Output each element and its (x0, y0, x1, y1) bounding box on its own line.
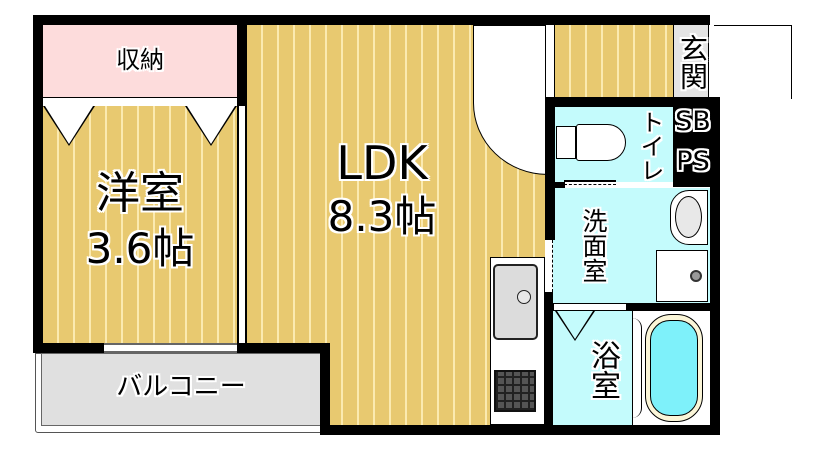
wall-western-bottom (33, 343, 104, 353)
washroom-label: 洗面室 (579, 207, 608, 283)
western-room-slide-door[interactable] (237, 106, 247, 343)
bath-threshold (553, 303, 627, 311)
closet-door-left-fill (45, 106, 93, 144)
ldk-size: 8.3帖 (327, 192, 437, 241)
wall-storage-divider (237, 15, 247, 106)
balcony-label: バルコニー (116, 372, 246, 402)
toilet-door-slide[interactable] (564, 180, 616, 185)
washer-drain-icon (690, 270, 702, 282)
washroom-door-slide[interactable] (549, 240, 553, 292)
washbasin-bowl-icon (675, 196, 702, 238)
bath-door-curve[interactable] (632, 318, 642, 418)
balcony-floor (41, 353, 321, 426)
entrance-hall-floor (555, 25, 673, 97)
storage-label: 収納 (116, 46, 164, 74)
entrance-door-swing[interactable] (714, 25, 792, 99)
shoe-box-label: SB (675, 106, 711, 137)
wall-top (33, 15, 710, 25)
closet-door-right-fill (187, 106, 235, 144)
entrance-floor (673, 25, 709, 97)
western-room-name: 洋室 (96, 168, 184, 219)
wall-toilet-bottom (545, 182, 565, 188)
wall-bottom (320, 425, 720, 435)
bath-door-fill (557, 311, 593, 339)
wall-toilet-right (673, 97, 710, 187)
wall-left (33, 15, 43, 353)
entrance-label: 玄関 (676, 34, 709, 90)
bathroom-label: 浴室 (585, 340, 620, 400)
toilet-label: トイレ (636, 110, 664, 182)
wall-toilet-top (545, 97, 720, 107)
storage-sill (43, 97, 237, 106)
storage-floor (43, 25, 237, 97)
wall-toilet-left (545, 97, 555, 240)
wall-ldk-left-lower (320, 343, 330, 435)
wall-bath-top (627, 303, 710, 311)
hall-door-frame (545, 25, 555, 97)
wall-ldk-bottom-left (237, 343, 330, 353)
stove-icon (494, 370, 536, 412)
bathtub-water-icon (650, 320, 698, 416)
wall-wash-left (545, 292, 553, 425)
toilet-tank-icon (556, 126, 576, 159)
western-room-size: 3.6帖 (85, 224, 195, 273)
kitchen-sink (493, 264, 538, 340)
pipe-space-label: PS (676, 146, 710, 177)
balcony-window[interactable] (104, 343, 238, 353)
ldk-name: LDK (336, 136, 428, 190)
wall-right (710, 97, 720, 435)
sink-drain-icon (517, 290, 531, 304)
toilet-bowl-icon (576, 124, 626, 161)
